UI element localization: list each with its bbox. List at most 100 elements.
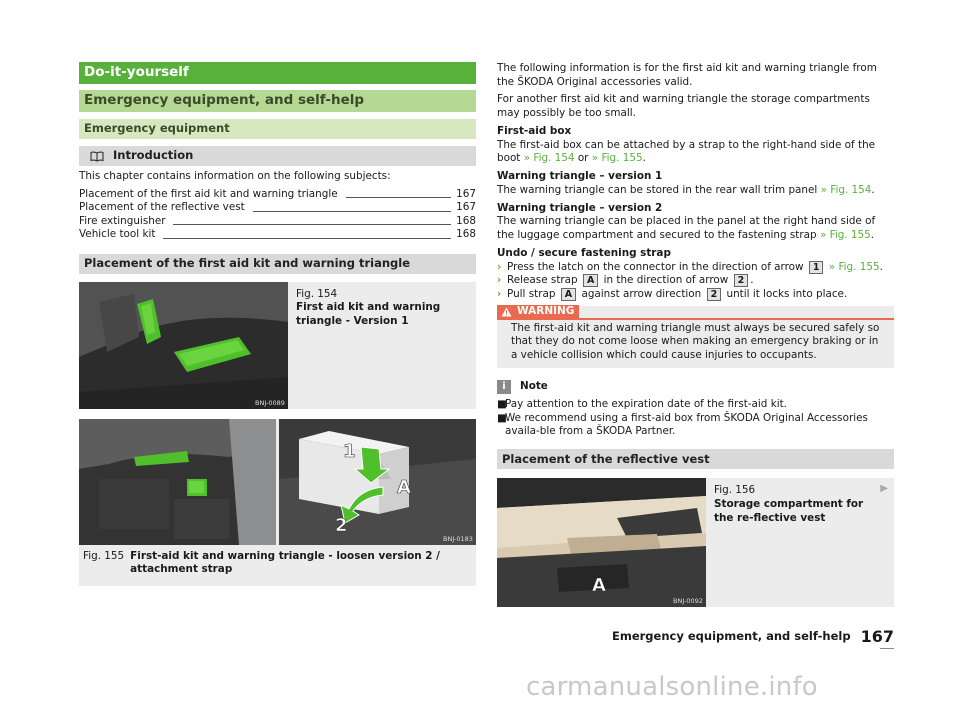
strap-key-a: A [560,288,577,302]
book-icon [90,151,104,162]
fig-155-link[interactable]: » Fig. 155 [828,260,880,273]
toc-label: Vehicle tool kit [79,228,156,240]
callout-a: A [592,575,606,596]
strap-key-a: A [582,274,599,288]
toc-entry[interactable]: Placement of the first aid kit and warni… [79,188,476,202]
note-list: ■Pay attention to the expiration date of… [497,398,894,439]
toc-label: Fire extinguisher [79,214,166,227]
step-arrow-icon: › [497,260,502,273]
note-label: Note [520,380,548,393]
warning-label: WARNING [497,304,580,319]
warning-triangle-1-text: The warning triangle can be stored in th… [497,183,818,196]
page-footer: Emergency equipment, and self-help 167 [612,626,894,647]
note-item: ■Pay attention to the expiration date of… [497,397,787,410]
figure-155-image-right: 1 A 2 BNJ-0183 [279,418,476,545]
toc-entry[interactable]: Vehicle tool kit 168 [79,228,476,242]
info-icon: i [497,379,511,394]
page-number: 167 [860,627,894,646]
toc-leader [345,197,452,199]
warning-label-text: WARNING [517,304,575,317]
fig-154-link[interactable]: » Fig. 154 [820,183,872,196]
step-3-text-b: against arrow direction [581,288,702,301]
figure-154-image: BNJ-0089 [79,281,288,409]
warning-triangle-2-paragraph: The warning triangle can be placed in th… [497,215,876,242]
right-column: The following information is for the fir… [497,62,894,608]
figure-code: BNJ-0183 [443,535,473,543]
callout-1: 1 [343,441,356,462]
toc-entry[interactable]: Fire extinguisher 168 [79,215,476,229]
note-item-text: Pay attention to the expiration date of … [505,397,787,410]
subsection-title: Emergency equipment [79,119,476,139]
figure-title: Storage compartment for the re-flective … [714,497,864,524]
toc-label: Placement of the reflective vest [79,201,245,213]
note-header: i Note [497,379,894,394]
watermark: carmanualsonline.info [526,672,818,701]
note-box: i Note ■Pay attention to the expiration … [497,379,894,439]
warning-triangle-icon [501,307,512,317]
warning-triangle-2-heading: Warning triangle – version 2 [497,201,663,214]
arrow-key-1: 1 [808,260,824,274]
intro-paragraph-1: The following information is for the fir… [497,62,877,88]
step-1: › Press the latch on the connector in th… [497,260,883,274]
chapter-title: Do-it-yourself [79,62,476,84]
footer-rule [880,648,894,649]
step-3: › Pull strap A against arrow direction 2… [497,288,894,302]
figure-title: First aid kit and warning triangle - Ver… [296,301,441,328]
section-title-first-aid: Placement of the first aid kit and warni… [79,253,476,274]
figure-number: Fig. 156 [714,484,756,497]
note-item: ■We recommend using a first-aid box from… [497,412,894,439]
continue-arrow-icon: ▶ [880,483,888,495]
section-title: Emergency equipment, and self-help [79,90,476,112]
toc-page: 168 [456,228,476,240]
step-1-text: Press the latch on the connector in the … [507,260,804,273]
toc-leader [163,237,452,239]
first-aid-paragraph: The first-aid box can be attached by a s… [497,138,876,165]
fig-155-link[interactable]: » Fig. 155 [819,229,871,242]
left-column: Do-it-yourself Emergency equipment, and … [79,62,476,586]
toc-leader [173,224,452,226]
figure-156: A BNJ-0092 Fig. 156 Storage compartment … [497,478,894,608]
step-3-text-c: until it locks into place. [726,288,848,301]
figure-155-image-left [79,418,276,545]
figure-155-caption: Fig. 155 First-aid kit and warning trian… [79,545,476,582]
figure-156-image: A BNJ-0092 [497,478,706,608]
figure-number: Fig. 155 [83,549,125,562]
intro-paragraph-2: For another first aid kit and warning tr… [497,93,870,120]
warning-box: WARNING The first-aid kit and warning tr… [497,304,894,368]
note-item-text: We recommend using a first-aid box from … [505,411,868,438]
toc-page: 167 [456,187,476,200]
first-aid-heading: First-aid box [497,124,572,137]
warning-triangle-1-paragraph: The warning triangle can be stored in th… [497,183,875,196]
figure-155-images: 1 A 2 BNJ-0183 [79,418,476,545]
toc-list: Placement of the first aid kit and warni… [79,188,476,242]
figure-154-caption: Fig. 154 First aid kit and warning trian… [288,282,476,409]
step-arrow-icon: › [497,288,502,301]
toc-page: 167 [456,201,476,213]
step-2: › Release strap A in the direction of ar… [497,274,754,288]
warning-header: WARNING [497,304,894,320]
introduction-header: Introduction [79,146,476,166]
figure-title: First-aid kit and warning triangle - loo… [130,549,440,576]
arrow-key-2: 2 [733,274,749,288]
first-aid-text: The first-aid box can be attached by a s… [497,138,876,165]
or-text: or [577,152,589,165]
figure-156-caption: Fig. 156 Storage compartment for the re-… [706,478,894,607]
fig-155-link[interactable]: » Fig. 155 [591,152,643,165]
figure-154: BNJ-0089 Fig. 154 First aid kit and warn… [79,281,476,409]
figure-code: BNJ-0092 [673,597,703,605]
section-title-vest: Placement of the reflective vest [497,449,894,470]
fig-154-link[interactable]: » Fig. 154 [523,152,575,165]
toc-page: 168 [456,214,476,227]
warning-triangle-1-heading: Warning triangle – version 1 [497,170,663,183]
figure-number: Fig. 154 [296,287,338,300]
warning-text: The first-aid kit and warning triangle m… [511,321,880,362]
introduction-title: Introduction [113,148,194,163]
figure-155: 1 A 2 BNJ-0183 Fig. 155 First-aid kit an… [79,418,476,586]
callout-a: A [397,477,411,498]
step-2-text-b: in the direction of arrow [603,274,729,287]
undo-heading: Undo / secure fastening strap [497,246,671,259]
figure-code: BNJ-0089 [255,399,285,407]
arrow-key-2: 2 [706,288,722,302]
toc-entry[interactable]: Placement of the reflective vest 167 [79,201,476,215]
callout-2: 2 [335,515,348,536]
